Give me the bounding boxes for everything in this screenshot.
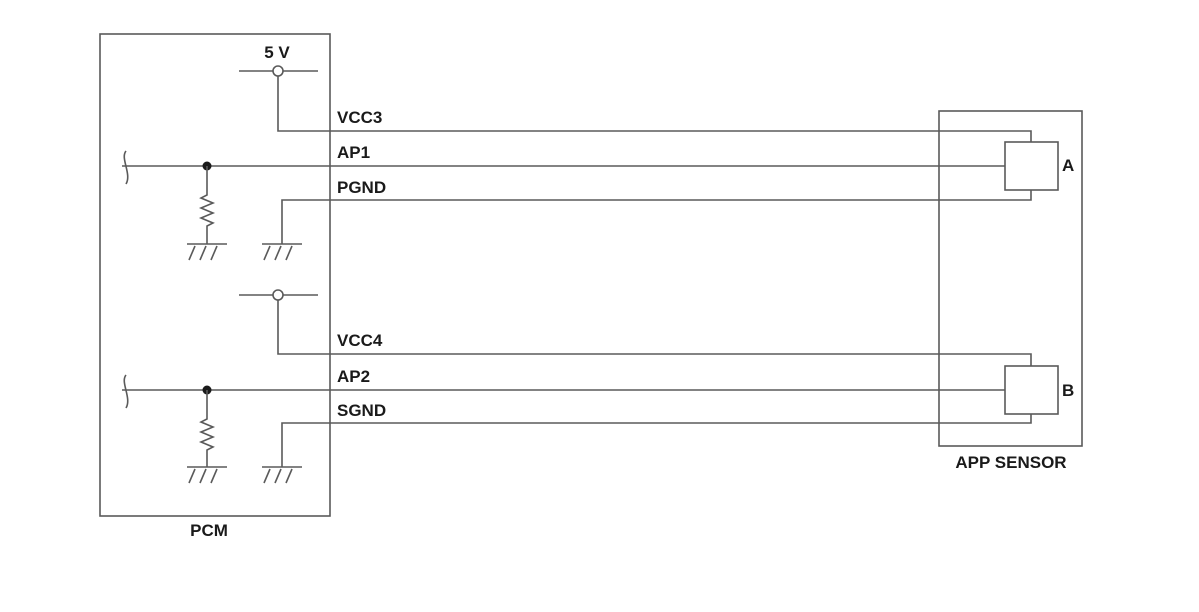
break-symbol-a [123, 150, 129, 185]
ground-icon [261, 466, 303, 484]
supply-terminal-b [272, 289, 284, 301]
resistor-b [200, 410, 214, 460]
wire-label-ap1: AP1 [337, 143, 370, 162]
sensor-element-b [1004, 365, 1059, 415]
wire-sgnd [281, 414, 1032, 467]
wire-label-vcc3: VCC3 [337, 108, 382, 127]
wire-label-ap2: AP2 [337, 367, 370, 386]
wire-vcc4 [277, 300, 1032, 366]
sensor-element-a-label: A [1062, 156, 1074, 175]
wire-label-vcc4: VCC4 [337, 331, 383, 350]
ground-icon [186, 243, 228, 261]
circuit-b: VCC4 AP2 SGND B [122, 289, 1074, 484]
supply-voltage-label: 5 V [264, 43, 290, 62]
ground-icon [261, 243, 303, 261]
wire-label-pgnd: PGND [337, 178, 386, 197]
sensor-element-a [1004, 141, 1059, 191]
break-symbol-b [123, 374, 129, 409]
supply-terminal-a [272, 65, 284, 77]
app-sensor-label: APP SENSOR [955, 453, 1066, 472]
app-sensor-module: APP SENSOR [938, 110, 1083, 472]
pcm-module: PCM [99, 33, 331, 540]
circuit-a: 5 V VCC3 AP1 PGND A [122, 43, 1074, 261]
ground-icon [186, 466, 228, 484]
wire-vcc3 [277, 76, 1032, 142]
resistor-a [200, 186, 214, 236]
wire-label-sgnd: SGND [337, 401, 386, 420]
wire-pgnd [281, 190, 1032, 244]
pcm-label: PCM [190, 521, 228, 540]
sensor-element-b-label: B [1062, 381, 1074, 400]
